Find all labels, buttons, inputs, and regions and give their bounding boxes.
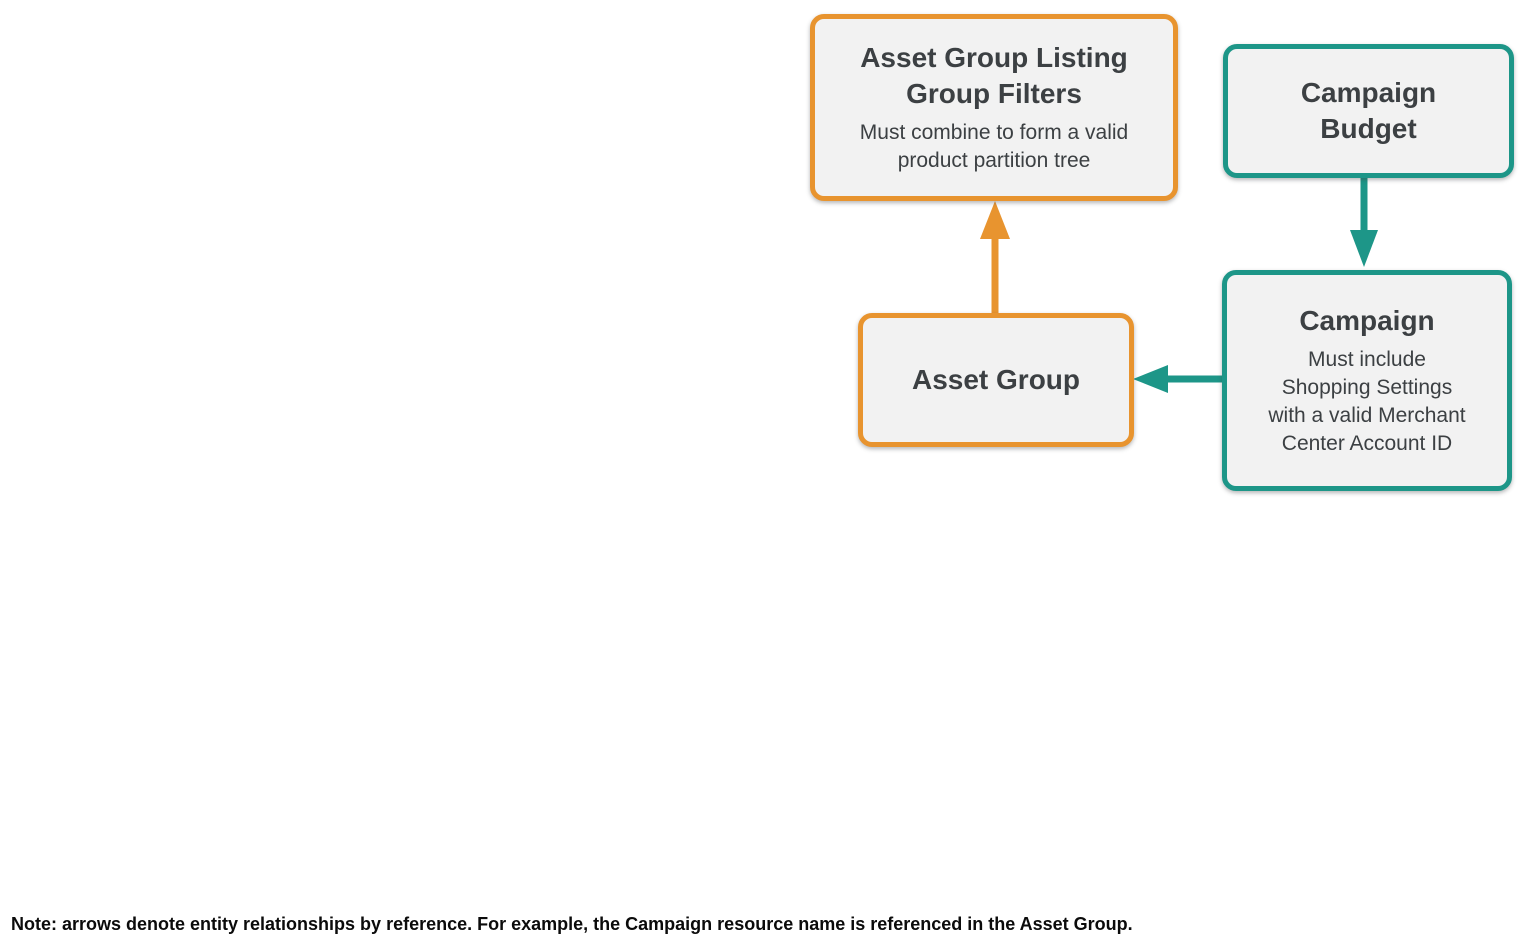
- arrow-asset-group-to-filters: [980, 201, 1010, 315]
- arrow-budget-to-campaign: [1350, 176, 1378, 267]
- note-text: Note: arrows denote entity relationships…: [11, 914, 1133, 934]
- node-asset-group-listing-group-filters: Asset Group Listing Group Filters Must c…: [810, 14, 1178, 201]
- arrow-campaign-to-asset-group: [1133, 365, 1223, 393]
- node-asset-group: Asset Group: [858, 313, 1134, 447]
- node-title: Asset Group: [911, 364, 1081, 396]
- node-subtitle: Must combine to form a valid product par…: [859, 120, 1129, 172]
- node-subtitle: Must include Shopping Settings with a va…: [1268, 348, 1466, 455]
- node-title: Campaign: [1299, 305, 1435, 337]
- node-title: Campaign Budget: [1300, 77, 1437, 144]
- node-campaign-budget: Campaign Budget: [1223, 44, 1514, 178]
- node-campaign: Campaign Must include Shopping Settings …: [1222, 270, 1512, 491]
- node-title: Asset Group Listing Group Filters: [860, 42, 1128, 110]
